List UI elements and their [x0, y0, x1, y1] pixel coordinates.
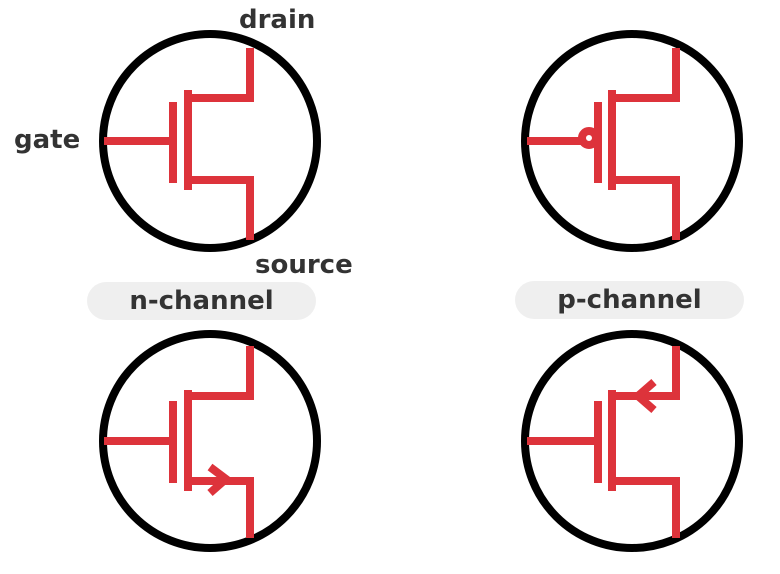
p-channel-wires: [527, 346, 680, 538]
nmos-circle: [99, 30, 321, 252]
p-channel-arrow: [631, 378, 657, 414]
n-channel-label: n-channel: [129, 286, 274, 316]
gate-label: gate: [14, 125, 81, 155]
p-channel-pill: p-channel: [515, 281, 744, 319]
source-label: source: [255, 250, 353, 280]
nmos-symbol: [99, 30, 321, 252]
n-channel-pill: n-channel: [87, 282, 316, 320]
drain-label: drain: [239, 5, 316, 35]
p-channel-circle: [521, 330, 743, 552]
n-channel-wires: [104, 346, 254, 538]
n-channel-circle: [99, 330, 321, 552]
nmos-wires: [104, 48, 254, 240]
pmos-gate-bubble: [578, 127, 600, 149]
pmos-symbol: [521, 30, 743, 252]
pmos-circle: [521, 30, 743, 252]
pmos-wires: [527, 48, 680, 240]
p-channel-symbol: [521, 330, 743, 552]
n-channel-symbol: [99, 330, 321, 552]
n-channel-arrow: [207, 463, 233, 497]
p-channel-label: p-channel: [557, 285, 702, 315]
